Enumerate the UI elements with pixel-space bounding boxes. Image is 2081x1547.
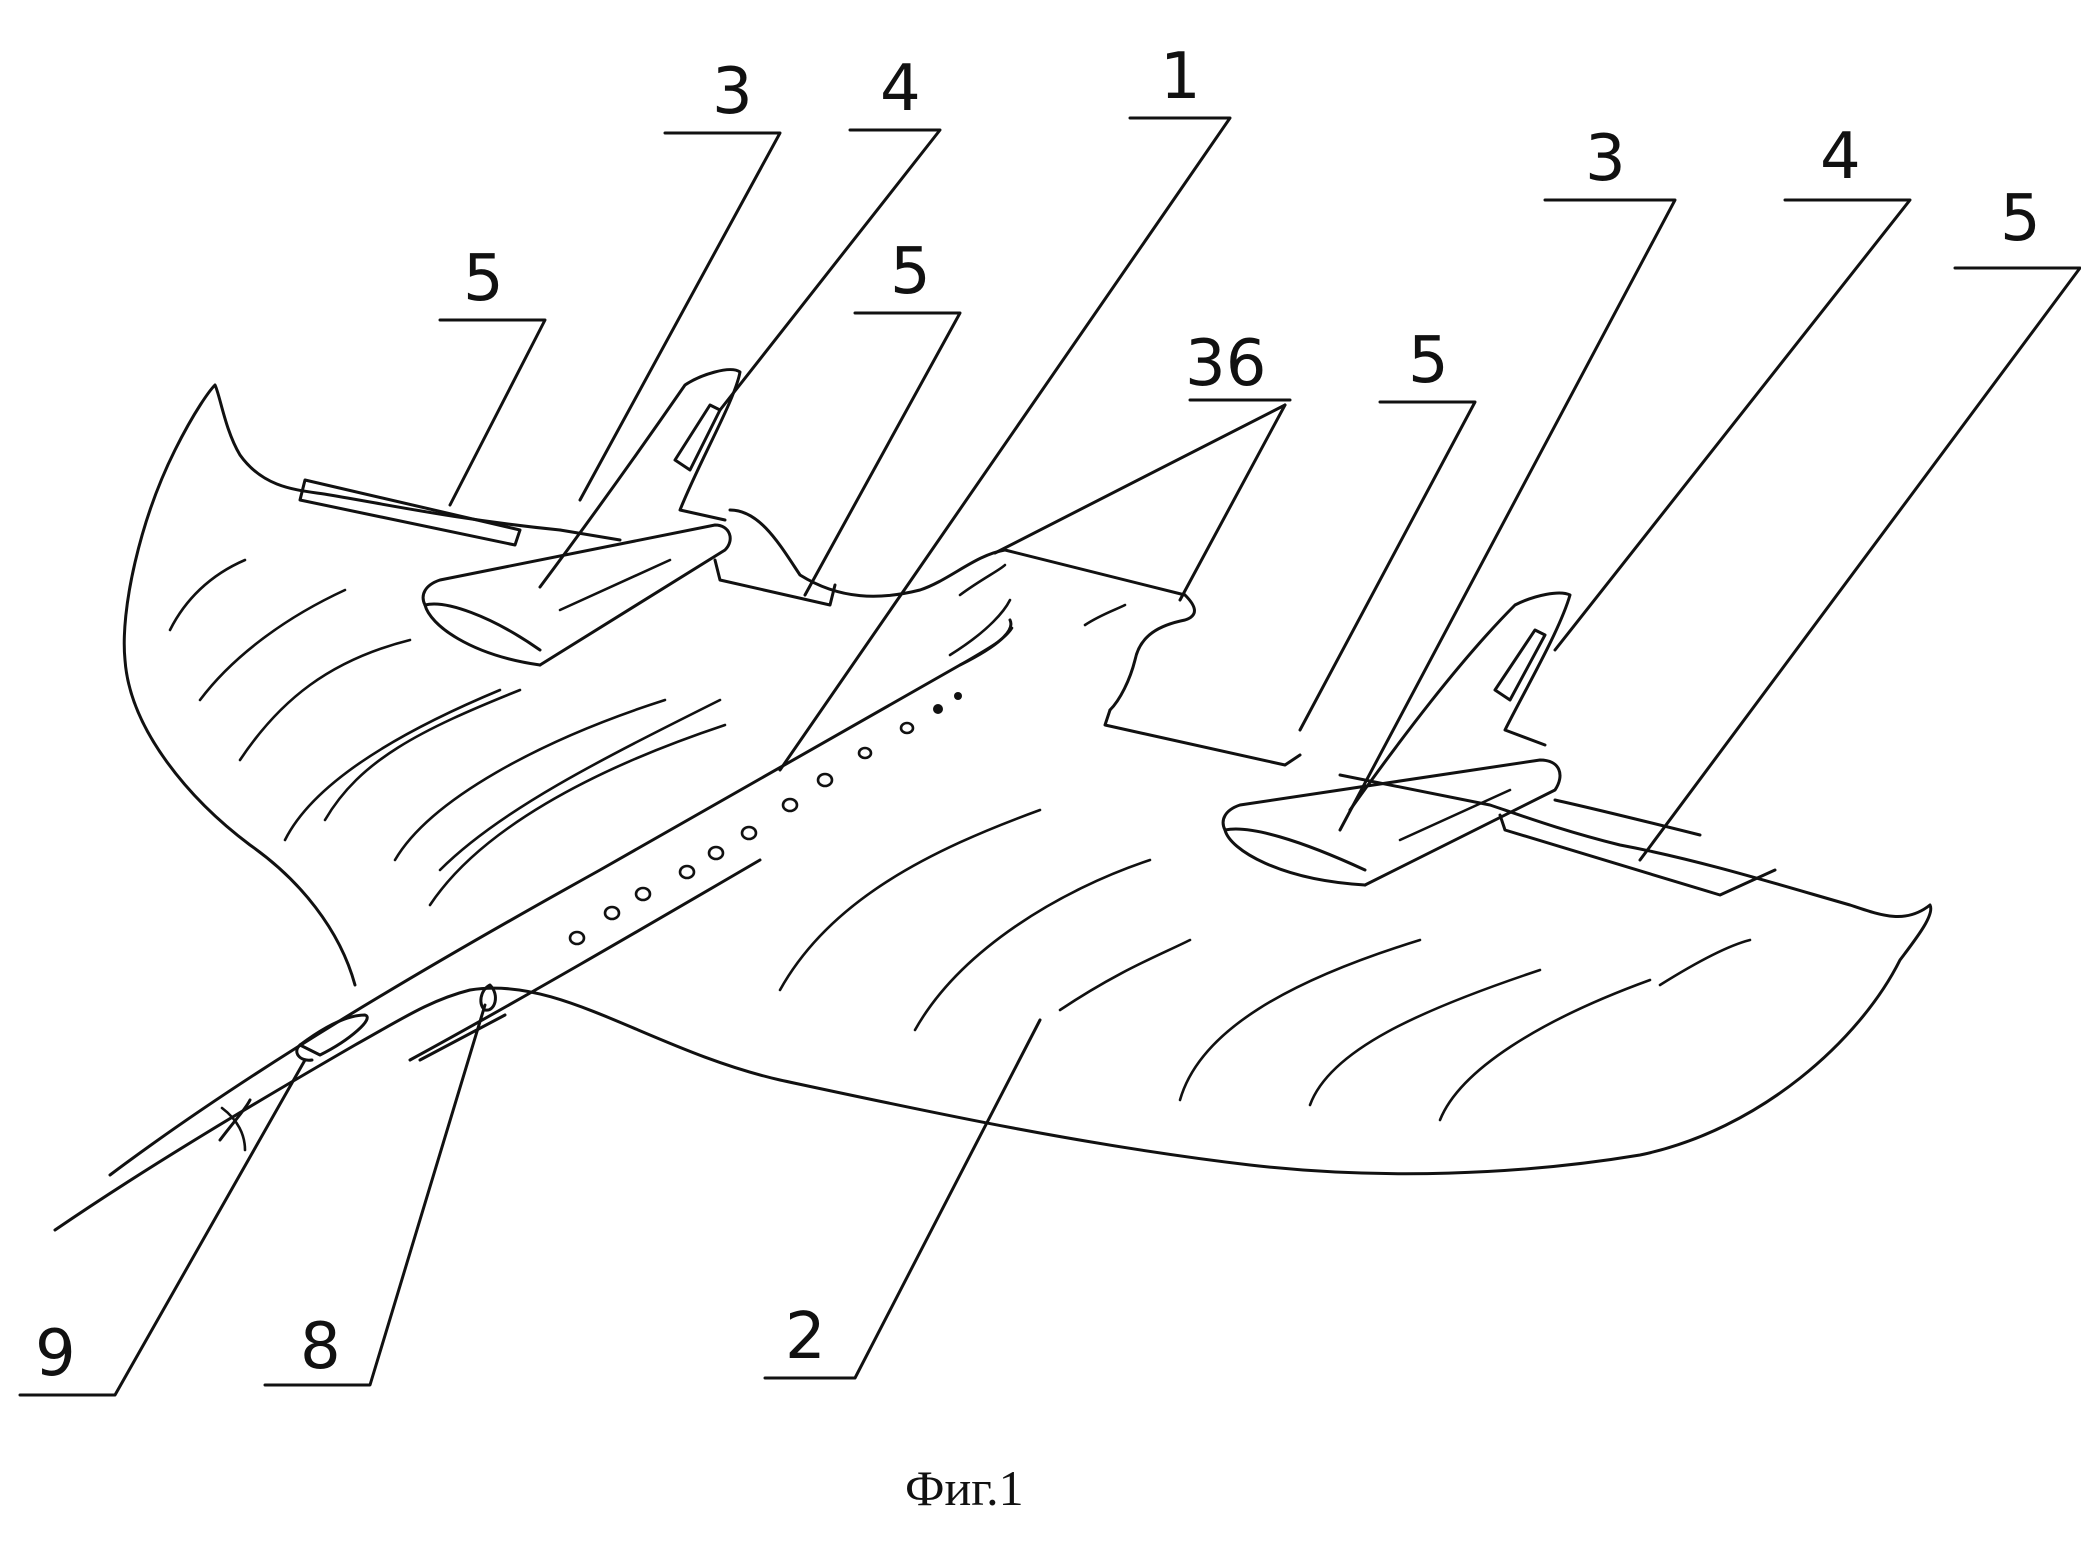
label-fin-left: 4 [880,52,921,126]
label-flap-left-outer: 5 [463,242,504,316]
fuselage [110,620,1012,1175]
right-engine-nacelle [1223,760,1560,885]
label-item-8: 8 [300,1310,341,1384]
window-row [570,692,962,944]
figure-caption: Фиг.1 [905,1460,1024,1516]
label-engine-left: 3 [712,55,753,129]
left-engine-nacelle [423,525,730,665]
label-engine-right: 3 [1585,122,1626,196]
leader-lines [20,118,2080,1395]
flaps [300,480,1775,895]
label-nose-9: 9 [35,1317,76,1391]
label-flap-left-inner: 5 [890,235,931,309]
label-step-36: 36 [1185,327,1266,401]
label-fuselage: 1 [1160,40,1201,114]
label-fin-right: 4 [1820,120,1861,194]
reference-numerals: 5 3 4 1 5 36 5 3 4 5 9 8 2 [35,40,2041,1391]
right-fin [1350,593,1570,810]
label-flap-right-outer: 5 [2000,182,2041,256]
hatching [170,560,1750,1120]
wing-outline [55,385,1931,1230]
label-flap-right-inner: 5 [1408,324,1449,398]
label-wing: 2 [785,1300,826,1374]
